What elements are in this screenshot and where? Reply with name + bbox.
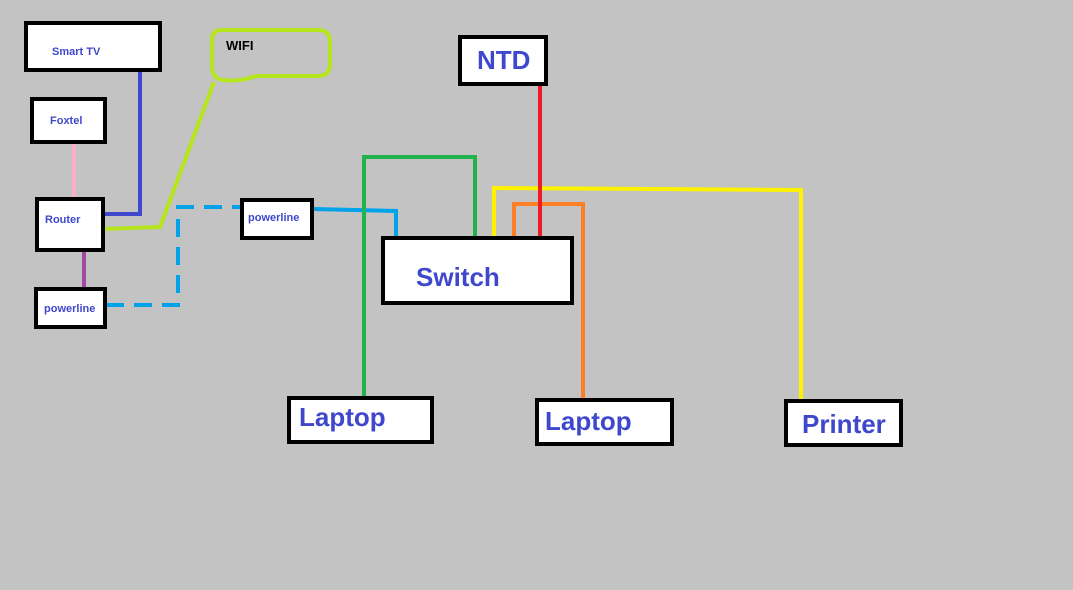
laptop-label-2: Laptop <box>545 406 632 436</box>
powerline-node-switch: powerline <box>240 198 314 240</box>
laptop-node-2: Laptop <box>535 398 674 446</box>
switch-node: Switch <box>381 236 574 305</box>
link-smarttv-router <box>104 70 142 216</box>
laptop-label-1: Laptop <box>299 402 386 432</box>
link-powerline-dashed <box>106 205 240 307</box>
link-powerline-switch <box>311 207 398 239</box>
link-laptop2-switch <box>512 202 585 400</box>
link-router-wifi <box>101 81 216 231</box>
powerline-node-router: powerline <box>34 287 107 329</box>
smart-tv-label: Smart TV <box>52 46 101 58</box>
ntd-node: NTD <box>458 35 548 86</box>
foxtel-node: Foxtel <box>30 97 107 144</box>
powerline-label-switch: powerline <box>248 212 300 224</box>
powerline-label-router: powerline <box>44 303 96 315</box>
router-node: Router <box>35 197 105 252</box>
printer-node: Printer <box>784 399 903 447</box>
link-laptop1-switch <box>362 155 477 398</box>
switch-label: Switch <box>416 262 500 292</box>
foxtel-label: Foxtel <box>50 115 83 127</box>
smart-tv-node: Smart TV <box>24 21 162 72</box>
wifi-bubble <box>210 28 332 83</box>
link-printer-switch <box>492 185 803 400</box>
router-label: Router <box>45 214 81 226</box>
ntd-label: NTD <box>477 45 531 75</box>
wifi-label: WIFI <box>226 38 254 53</box>
printer-label: Printer <box>802 409 886 439</box>
laptop-node-1: Laptop <box>287 396 434 444</box>
